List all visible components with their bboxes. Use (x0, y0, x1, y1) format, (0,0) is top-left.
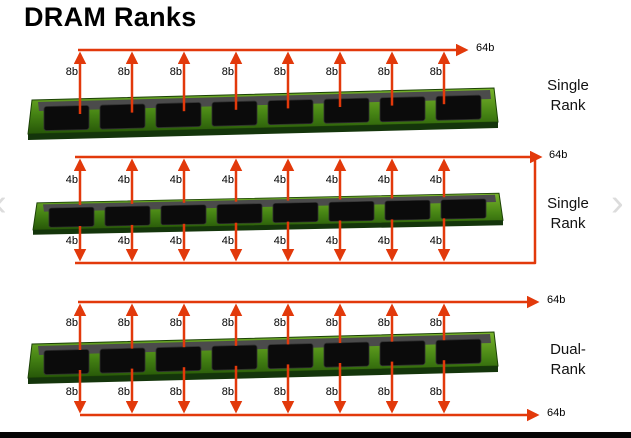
lane-width-label: 8b (221, 317, 234, 329)
lane-width-label: 8b (273, 386, 286, 398)
lane-width-label: 4b (65, 235, 78, 247)
lane-width-label: 8b (221, 66, 234, 78)
lane-width-label: 8b (429, 317, 442, 329)
lane-width-label: 8b (273, 317, 286, 329)
lane-width-label: 8b (325, 386, 338, 398)
lane-width-label: 8b (377, 386, 390, 398)
dimm-module-single-rank-1 (27, 87, 499, 141)
lane-width-label: 4b (325, 174, 338, 186)
lane-width-label: 8b (169, 317, 182, 329)
prev-slide-chevron-icon[interactable]: ‹ (0, 184, 7, 222)
dimm-module-dual-rank (27, 331, 499, 385)
next-slide-chevron-icon[interactable]: › (611, 182, 624, 224)
lane-width-label: 4b (221, 235, 234, 247)
lane-width-label: 8b (65, 317, 78, 329)
lane-width-label: 8b (325, 66, 338, 78)
lane-width-label: 4b (169, 174, 182, 186)
bus-width-label: 64b (547, 407, 566, 419)
bus-width-label: 64b (549, 149, 568, 161)
lane-width-label: 8b (65, 66, 78, 78)
lane-width-label: 4b (325, 235, 338, 247)
slide-title: DRAM Ranks (24, 2, 197, 32)
lane-width-label: 8b (377, 317, 390, 329)
lane-width-label: 8b (221, 386, 234, 398)
lane-width-label: 8b (65, 386, 78, 398)
lane-width-label: 4b (429, 235, 442, 247)
lane-width-label: 8b (169, 66, 182, 78)
rank-label-dual: Dual- Rank (550, 341, 586, 378)
lane-width-label: 8b (117, 317, 130, 329)
rank-label-single-2: Single Rank (547, 195, 589, 232)
bus-line-s2-bottom (75, 158, 537, 265)
lane-width-label: 8b (273, 66, 286, 78)
bus-width-label: 64b (547, 294, 566, 306)
lane-width-label: 4b (273, 174, 286, 186)
bus-width-label: 64b (476, 42, 495, 54)
lane-width-label: 4b (377, 235, 390, 247)
lane-width-label: 8b (325, 317, 338, 329)
lane-width-label: 4b (117, 235, 130, 247)
dimm-module-single-rank-2 (32, 192, 504, 236)
lane-width-label: 8b (169, 386, 182, 398)
lane-width-label: 4b (65, 174, 78, 186)
lane-width-label: 4b (429, 174, 442, 186)
lane-width-label: 8b (377, 66, 390, 78)
lane-width-label: 8b (429, 386, 442, 398)
lane-width-label: 8b (117, 386, 130, 398)
rank-label-single-1: Single Rank (547, 77, 589, 114)
lane-width-label: 8b (429, 66, 442, 78)
lane-width-label: 4b (273, 235, 286, 247)
bottom-bar (0, 432, 631, 438)
lane-width-label: 4b (169, 235, 182, 247)
lane-width-label: 8b (117, 66, 130, 78)
lane-width-label: 4b (117, 174, 130, 186)
lane-width-label: 4b (221, 174, 234, 186)
lane-width-label: 4b (377, 174, 390, 186)
